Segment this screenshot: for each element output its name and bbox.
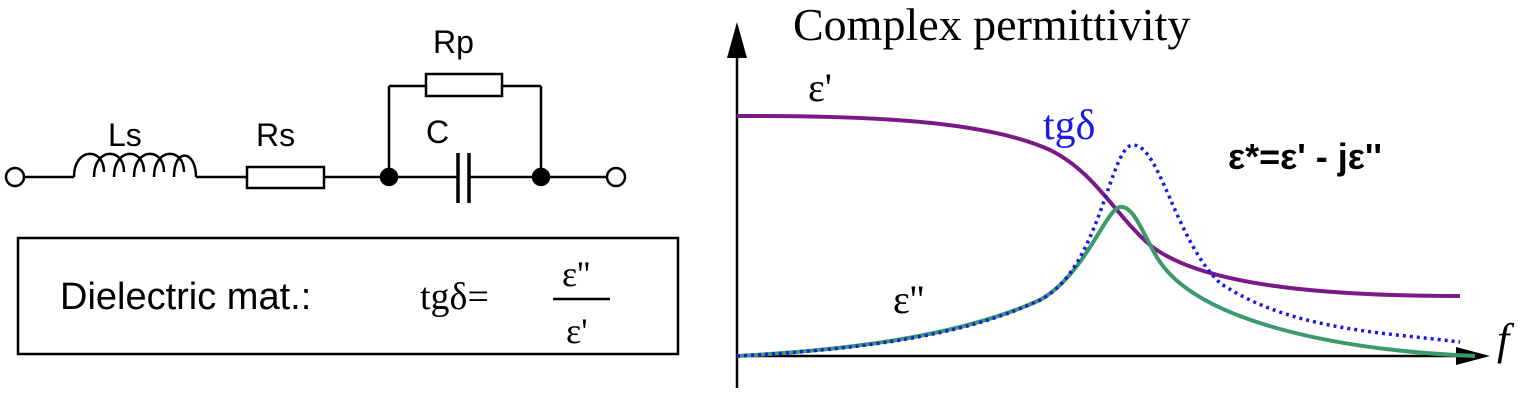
parallel-resistor-label: Rp bbox=[433, 24, 474, 60]
eps-real-curve bbox=[736, 114, 1461, 298]
loss-tangent-label: tgδ bbox=[1043, 103, 1095, 149]
eps-imag-curve bbox=[736, 205, 1476, 358]
series-resistor-symbol bbox=[245, 165, 326, 190]
formula-numerator: ε'' bbox=[562, 254, 590, 294]
formula-denominator: ε' bbox=[566, 311, 588, 351]
loss-tangent-curve bbox=[736, 143, 1461, 358]
x-axis-label: f bbox=[1497, 315, 1515, 364]
equivalent-circuit bbox=[4, 72, 627, 203]
formula-lhs: tgδ= bbox=[420, 276, 489, 318]
y-axis-arrow bbox=[727, 22, 747, 58]
right-terminal bbox=[605, 166, 627, 188]
inductor-label: Ls bbox=[108, 117, 142, 153]
capacitor-label: C bbox=[426, 114, 449, 150]
parallel-resistor-symbol bbox=[424, 72, 504, 98]
series-resistor-label: Rs bbox=[256, 117, 295, 153]
formula-box bbox=[16, 236, 680, 356]
permittivity-equation: ε*=ε' - jε'' bbox=[1228, 136, 1382, 177]
inductor-symbol bbox=[72, 152, 198, 178]
chart-title: Complex permittivity bbox=[793, 0, 1190, 50]
left-terminal bbox=[4, 166, 26, 188]
eps-real-label: ε' bbox=[808, 65, 832, 110]
formula-box-label: Dielectric mat.: bbox=[60, 276, 311, 318]
eps-imag-label: ε'' bbox=[893, 277, 924, 322]
